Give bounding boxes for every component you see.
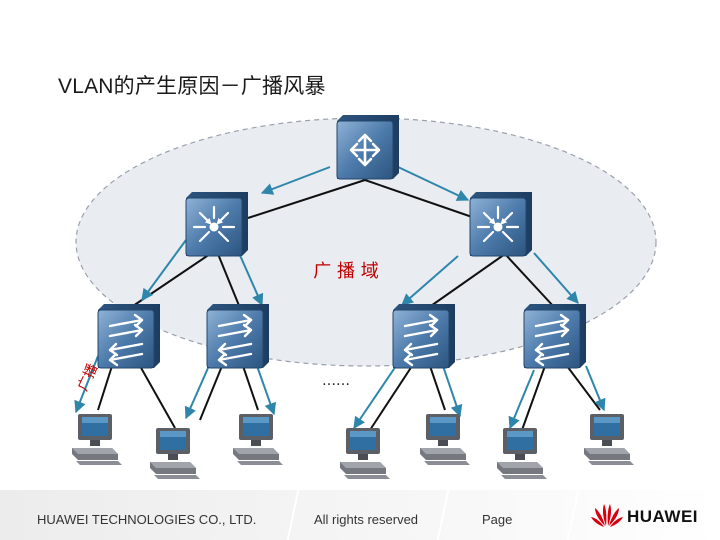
footer-divider xyxy=(286,490,300,540)
pc-6 xyxy=(497,428,547,479)
pc-7 xyxy=(584,414,634,465)
access-switch-2 xyxy=(206,303,270,369)
network-diagram: 广 播 域 广播 …… xyxy=(72,114,657,479)
huawei-brand-text: HUAWEI xyxy=(627,507,698,526)
footer-company: HUAWEI TECHNOLOGIES CO., LTD. xyxy=(37,512,257,527)
pc-1 xyxy=(72,414,122,465)
footer-page: Page xyxy=(482,512,513,527)
router xyxy=(336,114,400,180)
broadcast-arrows xyxy=(74,166,606,430)
broadcast-side-label: 广播 xyxy=(75,362,101,394)
pc-icon xyxy=(584,414,634,465)
pc-icon xyxy=(72,414,122,465)
footer-rights: All rights reserved xyxy=(314,512,419,527)
access-switch-4 xyxy=(523,303,587,369)
footer: HUAWEI TECHNOLOGIES CO., LTD. All rights… xyxy=(0,490,720,540)
pc-icon xyxy=(150,428,200,479)
pc-3 xyxy=(233,414,283,465)
footer-divider xyxy=(566,490,580,540)
access-switch-1 xyxy=(97,303,161,369)
huawei-logo-icon xyxy=(591,504,623,527)
pc-icon xyxy=(420,414,470,465)
pc-4 xyxy=(340,428,390,479)
pc-2 xyxy=(150,428,200,479)
access-switch-3 xyxy=(392,303,456,369)
pc-icon xyxy=(497,428,547,479)
pc-icon xyxy=(233,414,283,465)
slide-title: VLAN的产生原因－广播风暴 xyxy=(58,75,326,98)
core-switch-right xyxy=(469,191,533,257)
footer-divider xyxy=(436,490,450,540)
ellipsis-label: …… xyxy=(322,373,350,389)
pc-5 xyxy=(420,414,470,465)
broadcast-domain-label: 广 播 域 xyxy=(313,261,378,282)
core-switch-left xyxy=(185,191,249,257)
pc-icon xyxy=(340,428,390,479)
